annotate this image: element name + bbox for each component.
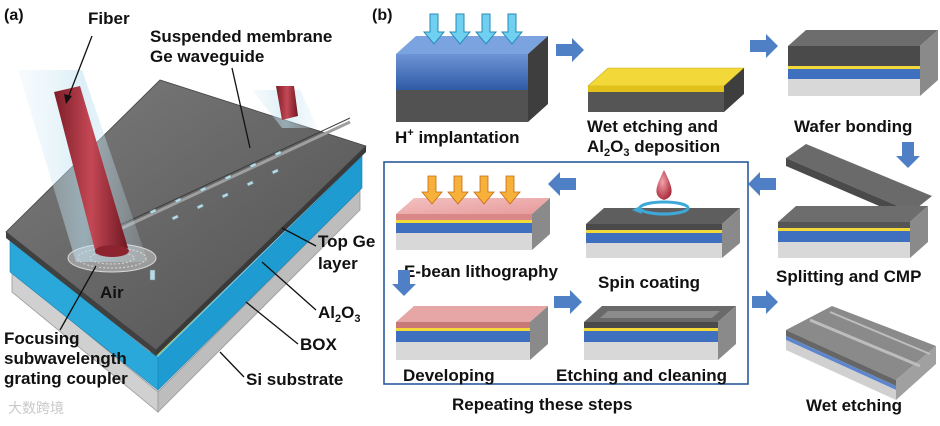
flow-arrow-6 xyxy=(392,270,416,296)
label-al2o3: Al2O3 xyxy=(318,303,360,325)
flow-arrow-2 xyxy=(750,34,778,58)
waveguide-edge xyxy=(117,117,351,227)
label-wet-etching-1: Wet etching and xyxy=(587,117,718,136)
trench-lower xyxy=(149,269,156,281)
label-air: Air xyxy=(100,283,124,302)
step-wafer-bonding-block xyxy=(788,30,938,96)
label-splitting: Splitting and CMP xyxy=(776,267,921,286)
step-splitting-block xyxy=(778,144,932,258)
si-substrate-side xyxy=(157,189,361,413)
arrow-coupler xyxy=(59,265,97,331)
fiber-left-tip xyxy=(95,245,129,257)
step-ebeam-block xyxy=(396,175,550,250)
implant-arrows xyxy=(422,13,524,45)
repeat-steps-frame xyxy=(383,161,749,385)
arrow-al2o3 xyxy=(261,261,317,311)
arrow-top-ge xyxy=(281,227,317,247)
arrowhead-fiber xyxy=(64,94,72,104)
fiber-left xyxy=(54,86,128,254)
label-si-substrate: Si substrate xyxy=(246,370,343,389)
label-developing: Developing xyxy=(403,366,495,385)
label-ebeam: E-bean lithography xyxy=(404,262,559,281)
label-h-implantation: H+ implantation xyxy=(395,127,520,147)
implant-block-dark xyxy=(396,90,528,122)
arrow-waveguide xyxy=(231,67,251,149)
label-box: BOX xyxy=(300,335,338,354)
ebeam-arrows xyxy=(421,175,521,205)
label-wet-etching-2: Al2O3 deposition xyxy=(587,137,720,159)
flow-arrow-1 xyxy=(556,38,584,62)
label-etching-cleaning: Etching and cleaning xyxy=(556,366,727,385)
implant-block-blue xyxy=(396,54,528,90)
flow-arrow-8 xyxy=(752,290,778,314)
flow-arrow-4 xyxy=(748,172,776,196)
flow-arrow-5 xyxy=(548,172,576,196)
resist-drop xyxy=(656,170,672,200)
arrow-box xyxy=(245,301,299,345)
label-repeat: Repeating these steps xyxy=(452,395,632,414)
fiber-right xyxy=(276,86,298,120)
flow-arrow-7 xyxy=(554,290,582,314)
step-spin-coating-block xyxy=(586,170,740,258)
label-top-ge-1: Top Ge xyxy=(318,232,375,251)
implant-block-side xyxy=(528,36,548,122)
top-ge-edge-front xyxy=(6,232,156,356)
watermark-text: 大数跨境 xyxy=(8,400,64,416)
ge-waveguide xyxy=(117,120,351,232)
panel-b: (b) H+ implantation Wet etching and Al2 xyxy=(372,7,938,415)
step-final-wet-etching-block xyxy=(786,306,936,400)
label-spin-coating: Spin coating xyxy=(598,273,700,292)
panel-a: (a) Fiber Suspended membrane Ge waveguid… xyxy=(4,7,375,416)
flow-arrow-3 xyxy=(896,142,920,168)
label-coupler-3: grating coupler xyxy=(4,369,128,388)
label-fiber: Fiber xyxy=(88,9,130,28)
panel-b-tag: (b) xyxy=(372,7,392,24)
step-etching-block xyxy=(584,306,736,360)
step-developing-block xyxy=(396,306,548,360)
label-waveguide-1: Suspended membrane xyxy=(150,27,332,46)
panel-a-tag: (a) xyxy=(4,7,24,24)
device-3d-model xyxy=(5,70,367,413)
implant-block-top xyxy=(396,36,548,54)
top-ge-edge-side xyxy=(156,146,366,356)
label-wafer-bonding: Wafer bonding xyxy=(794,117,912,136)
arrow-substrate xyxy=(219,351,245,378)
step-implantation-block xyxy=(396,13,548,122)
trench-holes xyxy=(149,150,282,281)
label-coupler-2: subwavelength xyxy=(4,349,127,368)
label-waveguide-2: Ge waveguide xyxy=(150,47,264,66)
label-coupler-1: Focusing xyxy=(4,329,80,348)
label-final-wet-etching: Wet etching xyxy=(806,396,902,415)
step-al2o3-block xyxy=(587,67,745,112)
label-top-ge-2: layer xyxy=(318,254,358,273)
arrow-fiber xyxy=(67,35,93,99)
box-layer-side xyxy=(157,155,363,391)
